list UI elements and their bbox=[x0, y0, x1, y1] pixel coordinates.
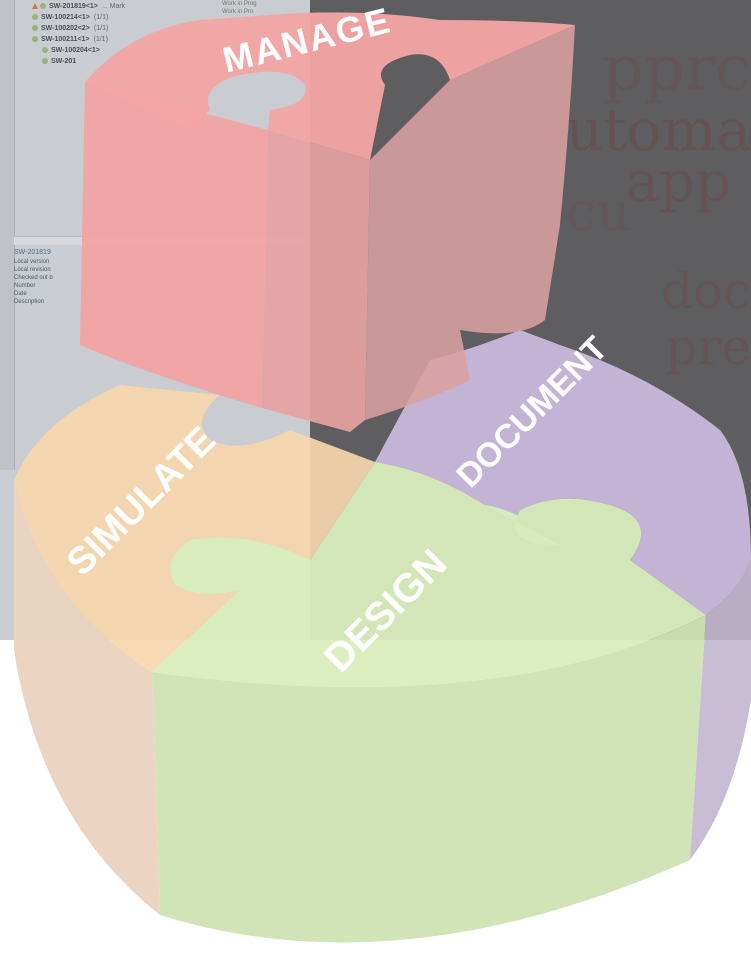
tree-item-meta: ... Mark bbox=[101, 3, 126, 10]
file-status-icon bbox=[32, 36, 38, 43]
tree-item[interactable]: SW-201 bbox=[42, 57, 76, 66]
property-row: Description bbox=[14, 299, 45, 305]
property-row: Checked out b bbox=[14, 275, 53, 281]
tree-item-label: SW-100214<1> bbox=[41, 14, 90, 21]
warning-icon bbox=[32, 3, 38, 10]
file-status-icon bbox=[32, 25, 38, 32]
properties-panel: SW-201819 Local version Local revision C… bbox=[14, 248, 164, 306]
property-row: Number bbox=[14, 283, 36, 289]
background-word: pre bbox=[665, 318, 751, 376]
manage-piece bbox=[85, 12, 575, 161]
side-toolstrip bbox=[0, 0, 15, 470]
tree-item[interactable]: SW-100214<1>(1/1) bbox=[32, 13, 108, 22]
state-column: Work in Prog Work in Pro bbox=[222, 0, 257, 16]
manage-right-face bbox=[262, 130, 370, 432]
tree-item[interactable]: SW-100202<2>(1/1) bbox=[32, 24, 108, 33]
tree-item-label: SW-201819<1> bbox=[49, 3, 98, 10]
properties-header: SW-201819 bbox=[14, 249, 51, 256]
tree-item-label: SW-201 bbox=[51, 58, 77, 65]
tree-item-label: SW-100204<1> bbox=[51, 47, 100, 54]
tree-item-meta: (1/1) bbox=[93, 25, 109, 32]
background-word: app bbox=[625, 150, 731, 215]
tree-item-meta: (1/1) bbox=[93, 36, 108, 43]
design-piece bbox=[152, 462, 706, 688]
tree-item-label: SW-100202<2> bbox=[41, 25, 90, 32]
document-piece bbox=[375, 330, 751, 615]
design-side bbox=[152, 615, 706, 943]
tree-item[interactable]: SW-100211<1>(1/1) bbox=[32, 35, 108, 44]
property-row: Date bbox=[14, 291, 27, 297]
property-row: Local version bbox=[14, 259, 50, 265]
manage-side bbox=[80, 82, 268, 408]
tree-item-label: SW-100211<1> bbox=[41, 36, 90, 43]
tree-item-meta: (1/1) bbox=[93, 14, 109, 21]
simulate-side bbox=[14, 480, 160, 915]
tree-item[interactable]: SW-100204<1> bbox=[42, 46, 100, 55]
file-status-icon bbox=[40, 3, 46, 10]
document-side bbox=[690, 560, 751, 860]
state-label: Work in Prog bbox=[222, 1, 257, 7]
simulate-piece bbox=[14, 385, 375, 672]
file-status-icon bbox=[42, 47, 48, 54]
manage-back-face bbox=[365, 25, 575, 420]
property-row: Local revision bbox=[14, 267, 51, 273]
background-word: doc bbox=[660, 262, 751, 320]
state-label: Work in Pro bbox=[222, 9, 254, 15]
background-word: pprc bbox=[602, 32, 751, 106]
file-status-icon bbox=[42, 58, 48, 65]
file-status-icon bbox=[32, 14, 38, 21]
tree-item[interactable]: SW-201819<1>... Mark bbox=[32, 2, 125, 11]
